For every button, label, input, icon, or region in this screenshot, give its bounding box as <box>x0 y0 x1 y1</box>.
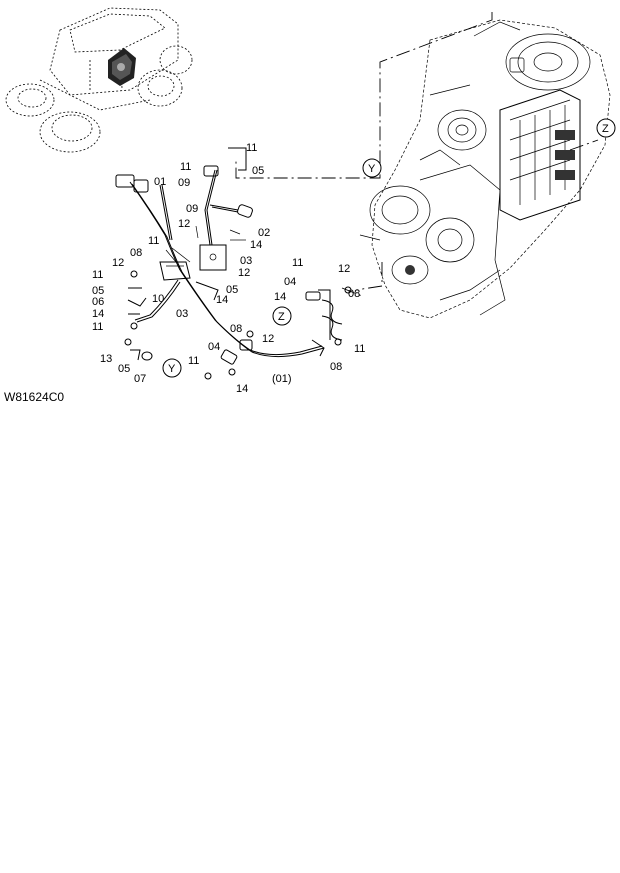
callout-11: 11 <box>292 257 303 269</box>
callout-10: 10 <box>152 293 164 305</box>
callout-02: 02 <box>258 227 270 239</box>
callout-11: 11 <box>354 343 365 355</box>
callout-12: 12 <box>338 263 350 275</box>
callout-14: 14 <box>274 291 286 303</box>
callout-08: 08 <box>330 361 342 373</box>
drawing-code: W81624C0 <box>4 390 64 404</box>
view-marker-z-left: Z <box>272 306 292 326</box>
view-marker-y-left: Y <box>162 358 182 378</box>
callout-04: 04 <box>208 341 220 353</box>
callout-11: 11 <box>92 321 103 333</box>
callout-05: 05 <box>118 363 130 375</box>
callout-14: 14 <box>250 239 262 251</box>
view-marker-z-right: Z <box>596 118 616 138</box>
transmission-assembly <box>359 19 611 319</box>
callout-14: 14 <box>236 383 248 395</box>
svg-text:Y: Y <box>368 163 376 175</box>
control-valve-block <box>499 89 581 221</box>
callout-04: 04 <box>284 276 296 288</box>
leader-lines <box>235 12 599 297</box>
callout-12: 12 <box>262 333 274 345</box>
callout-11: 11 <box>148 235 159 247</box>
callout-05: 05 <box>92 285 104 297</box>
callout-labels: 11 11 09 05 01 09 02 12 14 11 08 03 12 1… <box>92 142 365 395</box>
callout-05: 05 <box>226 284 238 296</box>
callout-11: 11 <box>188 355 199 367</box>
callout-01-ref: (01) <box>272 373 292 385</box>
svg-text:Z: Z <box>602 123 609 135</box>
highlighted-transmission <box>108 48 136 86</box>
callout-13: 13 <box>100 353 112 365</box>
callout-11: 11 <box>180 161 191 173</box>
wiring-harness <box>115 147 352 380</box>
callout-05: 05 <box>252 165 264 177</box>
callout-03: 03 <box>176 308 188 320</box>
callout-07: 07 <box>134 373 146 385</box>
svg-text:Z: Z <box>278 311 285 323</box>
callout-12: 12 <box>178 218 190 230</box>
callout-12: 12 <box>112 257 124 269</box>
callout-03: 03 <box>240 255 252 267</box>
callout-08: 08 <box>230 323 242 335</box>
callout-14: 14 <box>216 294 228 306</box>
callout-11: 11 <box>246 142 257 154</box>
callout-14: 14 <box>92 308 104 320</box>
callout-08: 08 <box>130 247 142 259</box>
machine-thumbnail <box>5 7 193 153</box>
callout-09: 09 <box>186 203 198 215</box>
view-marker-y-right: Y <box>362 158 382 178</box>
callout-08: 08 <box>348 288 360 300</box>
svg-text:Y: Y <box>168 363 176 375</box>
callout-11: 11 <box>92 269 103 281</box>
callout-09: 09 <box>178 177 190 189</box>
callout-12: 12 <box>238 267 250 279</box>
callout-01: 01 <box>154 176 166 188</box>
callout-06: 06 <box>92 296 104 308</box>
